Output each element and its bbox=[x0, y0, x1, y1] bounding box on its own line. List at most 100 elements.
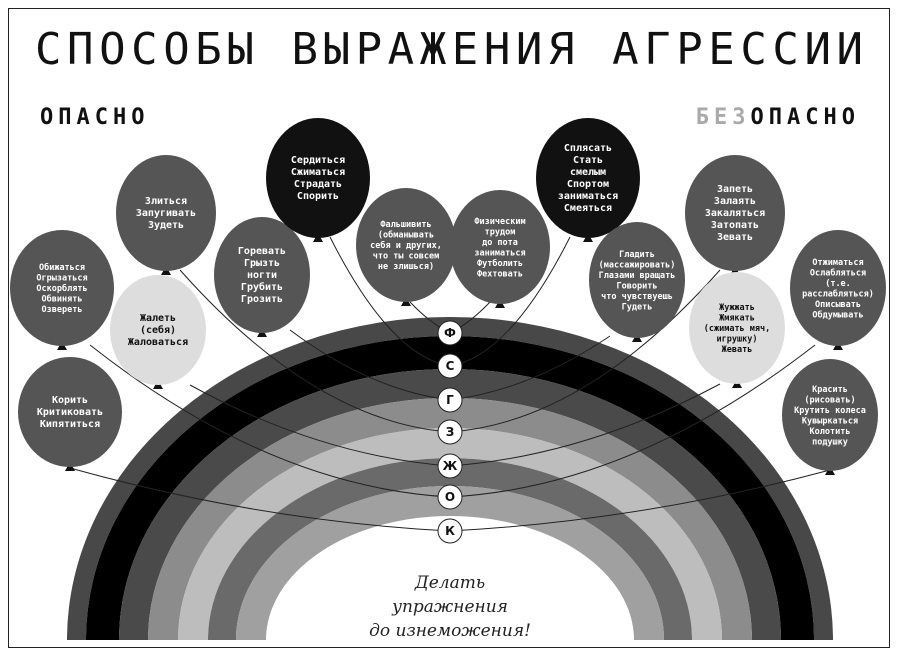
balloon-text-line: (массажировать) bbox=[599, 260, 676, 270]
rainbow-band-7 bbox=[236, 486, 664, 640]
balloon-text-line: игрушку) bbox=[717, 335, 758, 345]
balloon-body bbox=[685, 155, 785, 271]
balloon-body bbox=[10, 230, 114, 346]
balloon-text-line: Страдать bbox=[294, 179, 342, 190]
balloon-string bbox=[189, 384, 451, 467]
balloon-text-line: трудом bbox=[485, 227, 516, 237]
balloon-text-line: (обманывать bbox=[378, 230, 434, 241]
rainbow-band-5 bbox=[178, 428, 722, 640]
safe-label: БЕЗОПАСНО bbox=[696, 105, 860, 130]
rainbow-band-6 bbox=[208, 458, 692, 640]
dangerous-label: ОПАСНО bbox=[40, 105, 149, 130]
balloon-string bbox=[449, 344, 816, 498]
balloon-text-line: Описывать bbox=[815, 300, 861, 310]
band-letter-circle bbox=[437, 453, 463, 479]
balloon-text-line: (рисовать) bbox=[804, 395, 855, 405]
balloon-text-line: Фальшивить bbox=[380, 220, 431, 230]
balloon-text-line: до пота bbox=[482, 238, 518, 248]
balloon-text-line: Затопать bbox=[711, 220, 759, 231]
balloon-text-line: Грызть bbox=[244, 258, 280, 269]
balloon-body bbox=[18, 357, 122, 467]
balloon-b10: Гладить(массажировать)Глазами вращатьГов… bbox=[589, 222, 685, 342]
balloon-text-line: Говорить bbox=[617, 281, 658, 291]
balloon-text-line: (т.е. bbox=[825, 279, 851, 289]
balloon-text-line: Смеяться bbox=[564, 203, 612, 214]
balloon-body bbox=[782, 359, 878, 471]
band-letter-circle bbox=[437, 484, 463, 510]
balloon-string bbox=[449, 269, 721, 433]
balloon-string bbox=[69, 467, 451, 532]
safe-label-prefix: БЕЗ bbox=[696, 105, 751, 130]
balloon-text-line: Крутить колеса bbox=[794, 406, 866, 416]
balloon-text-line: Обижаться bbox=[39, 262, 85, 273]
balloon-string bbox=[449, 335, 611, 401]
rainbow-band-2 bbox=[86, 336, 814, 640]
poster-title: СПОСОБЫ ВЫРАЖЕНИЯ АГРЕССИИ bbox=[35, 24, 865, 75]
rainbow-band-4 bbox=[148, 398, 752, 640]
balloon-text-line: что ты совсем bbox=[373, 252, 440, 262]
balloon-text-line: себя и других, bbox=[370, 240, 442, 251]
band-letter-circle bbox=[437, 320, 463, 346]
balloon-text-line: Колотить bbox=[810, 427, 851, 437]
balloon-text-line: Закаляться bbox=[705, 208, 765, 219]
balloon-text-line: Горевать bbox=[238, 246, 286, 257]
balloon-text-line: не злишься) bbox=[378, 262, 434, 272]
balloon-text-line: Зудеть bbox=[148, 220, 184, 231]
balloon-text-line: Спортом bbox=[567, 179, 609, 190]
balloon-text-line: Грубить bbox=[241, 281, 283, 293]
balloon-text-line: Глазами вращать bbox=[599, 271, 676, 281]
balloon-text-line: заниматься bbox=[558, 191, 618, 202]
balloon-string bbox=[449, 236, 571, 367]
balloon-text-line: Огрызаться bbox=[36, 274, 87, 284]
balloon-body bbox=[116, 155, 216, 271]
balloon-text-line: Запеть bbox=[717, 184, 753, 195]
balloon-text-line: Критиковать bbox=[37, 407, 103, 418]
balloon-text-line: Корить bbox=[52, 395, 88, 406]
balloon-text-line: Жалеть bbox=[140, 313, 176, 324]
balloon-text-line: Отжиматься bbox=[812, 258, 863, 268]
balloon-text-line: (себя) bbox=[140, 324, 176, 336]
balloon-body bbox=[689, 272, 785, 384]
balloon-string bbox=[179, 269, 451, 433]
balloon-b9: СплясатьСтатьсмелымСпортомзаниматьсяСмея… bbox=[536, 118, 640, 242]
balloon-text-line: Физическим bbox=[474, 217, 525, 227]
balloon-body bbox=[266, 118, 370, 238]
balloon-text-line: Кувыркаться bbox=[802, 416, 858, 426]
balloon-text-line: Жужжать bbox=[719, 303, 755, 313]
poster-frame bbox=[8, 8, 890, 648]
balloon-text-line: Жмякать bbox=[719, 314, 755, 324]
balloon-text-line: (сжимать мяч, bbox=[704, 324, 771, 334]
balloon-string bbox=[449, 469, 831, 532]
balloon-text-line: Оскорблять bbox=[36, 283, 87, 294]
balloon-text-line: Красить bbox=[812, 385, 848, 395]
safe-label-main: ОПАСНО bbox=[751, 105, 860, 130]
band-letter: Г bbox=[446, 393, 454, 407]
balloon-text-line: Фехтовать bbox=[477, 269, 523, 279]
balloon-text-line: заниматься bbox=[474, 248, 525, 258]
balloon-text-line: расслабляться) bbox=[802, 288, 874, 299]
balloon-body bbox=[110, 275, 206, 385]
center-text-line-3: до изнеможения! bbox=[369, 621, 531, 641]
balloon-text-line: Сплясать bbox=[564, 143, 612, 154]
balloon-body bbox=[536, 118, 640, 238]
balloon-body bbox=[790, 230, 886, 346]
band-letter-circle bbox=[437, 419, 463, 445]
band-letter: Ж bbox=[443, 459, 458, 473]
rainbow-band-3 bbox=[119, 369, 781, 640]
balloon-string bbox=[89, 344, 451, 498]
band-letter-circle bbox=[437, 387, 463, 413]
balloon-text-line: ногти bbox=[247, 270, 277, 281]
band-letter: О bbox=[445, 490, 455, 504]
balloon-body bbox=[450, 190, 550, 304]
balloon-string bbox=[449, 383, 721, 467]
balloon-text-line: Стать bbox=[573, 155, 603, 166]
band-letter: С bbox=[446, 359, 455, 373]
balloon-text-line: Грозить bbox=[241, 294, 283, 305]
balloon-text-line: что чувствуешь bbox=[601, 292, 673, 302]
